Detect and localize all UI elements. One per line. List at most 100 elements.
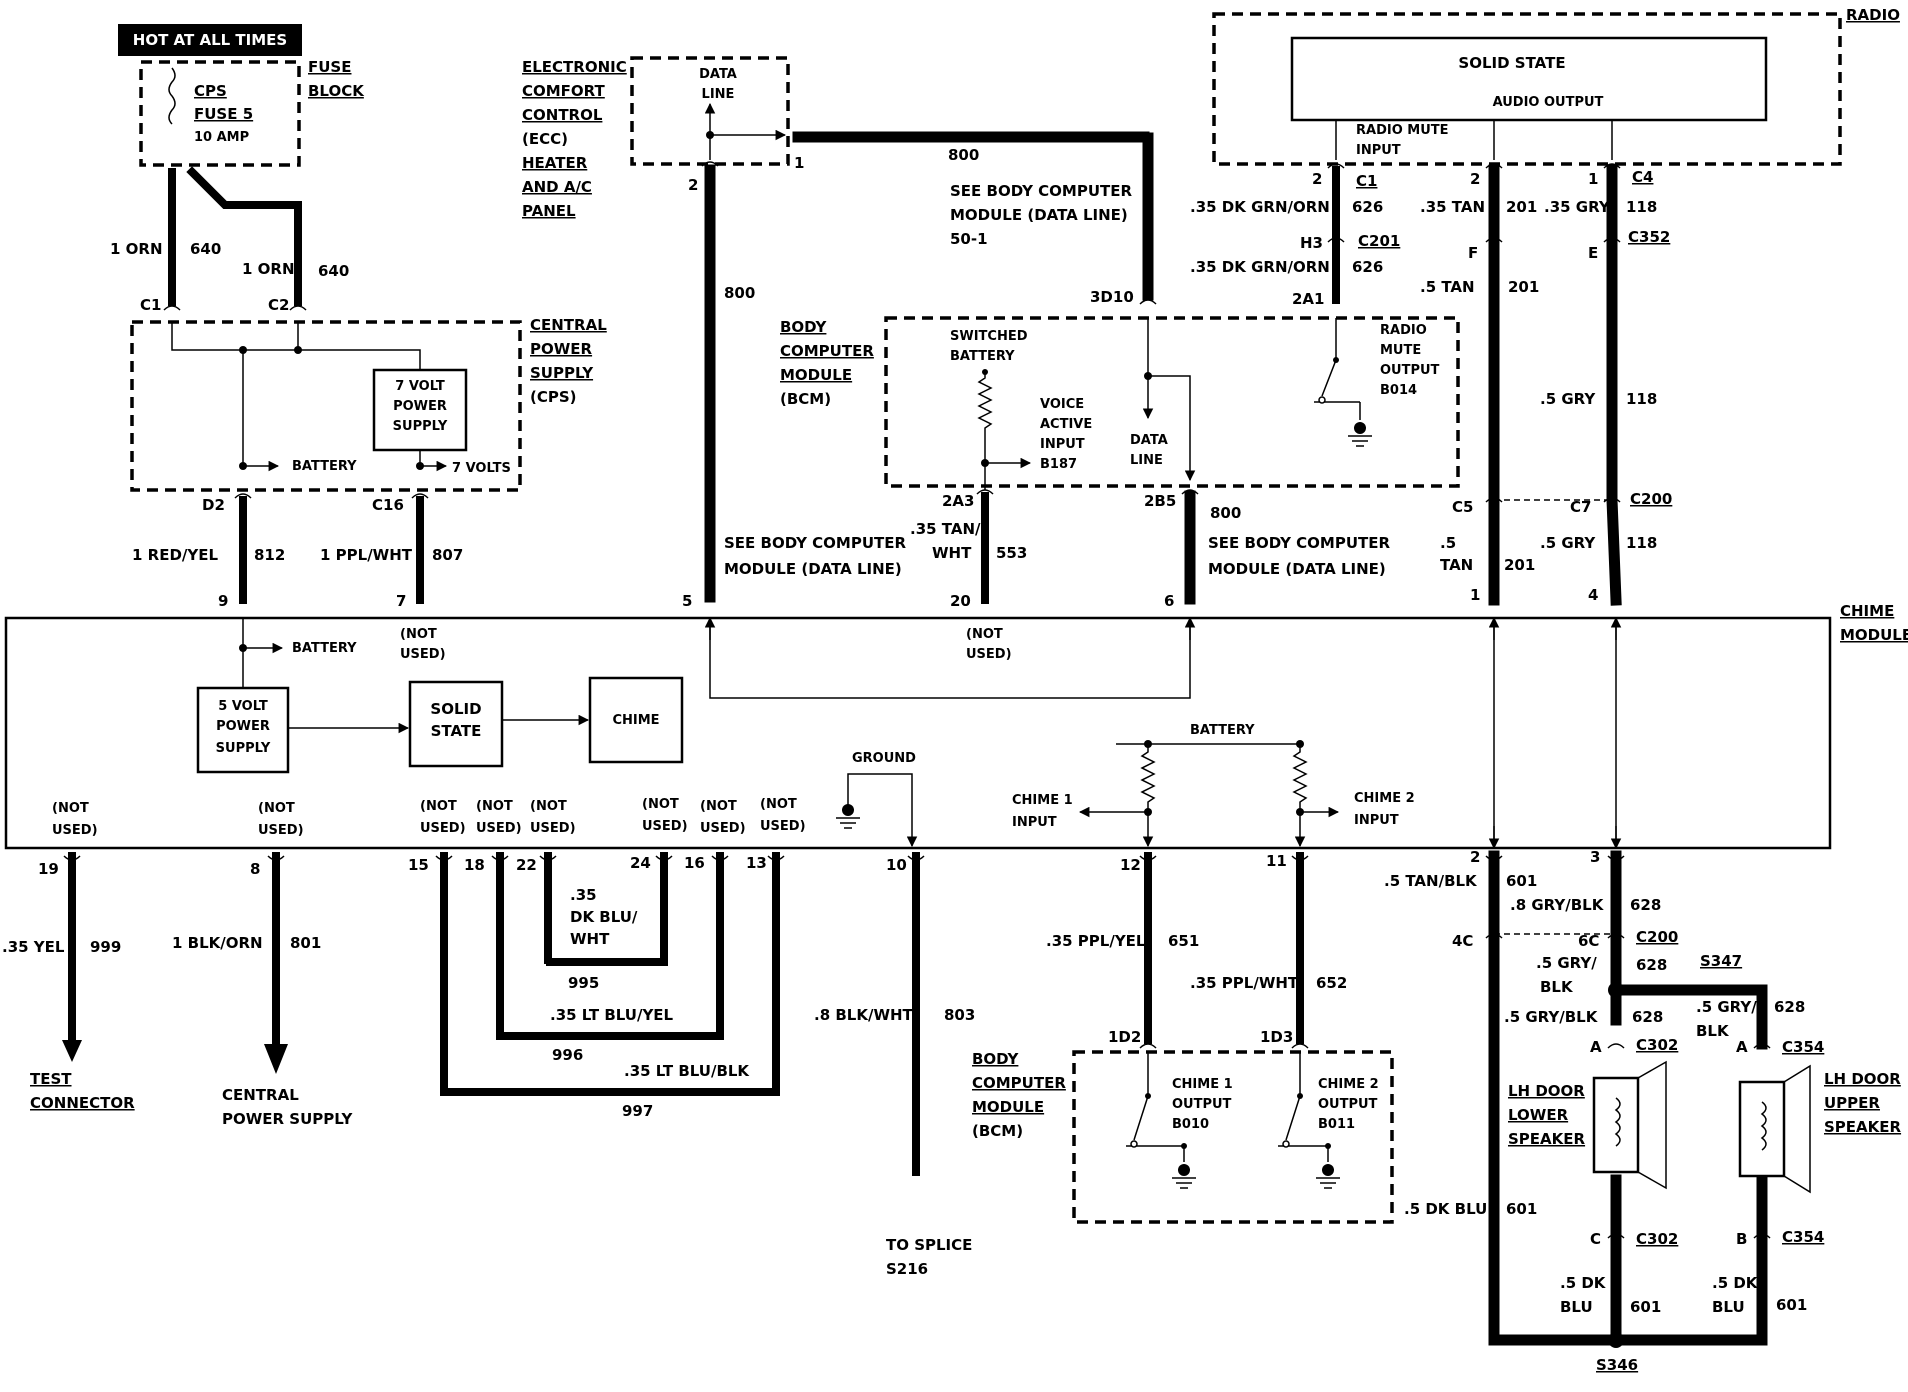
- connector-f: F: [1468, 244, 1478, 262]
- svg-text:CHIME: CHIME: [1840, 602, 1894, 620]
- svg-text:SOLID: SOLID: [430, 700, 481, 718]
- svg-text:.5 TAN: .5 TAN: [1420, 278, 1475, 296]
- svg-text:1 PPL/WHT: 1 PPL/WHT: [320, 546, 413, 564]
- svg-text:LINE: LINE: [1130, 453, 1163, 468]
- test-connector-label: TEST CONNECTOR: [30, 1070, 135, 1112]
- pin-1: 1: [1470, 586, 1480, 604]
- svg-text:S216: S216: [886, 1260, 928, 1278]
- bcm-bottom-label: BODY COMPUTER MODULE (BCM): [972, 1050, 1066, 1140]
- svg-text:.5 GRY/BLK: .5 GRY/BLK: [1504, 1008, 1599, 1026]
- svg-text:(BCM): (BCM): [780, 390, 831, 408]
- wire-label-201-a: .35 TAN 201: [1420, 198, 1537, 216]
- wire-label-807: 1 PPL/WHT 807: [320, 546, 463, 564]
- wire-label-995: .35 DK BLU/ WHT 995: [568, 886, 638, 992]
- connector-1d3: 1D3: [1260, 1028, 1293, 1046]
- wire-label-803: .8 BLK/WHT 803: [814, 1006, 975, 1024]
- svg-text:.5 GRY: .5 GRY: [1540, 534, 1596, 552]
- pin-12: 12: [1120, 856, 1141, 874]
- svg-text:MUTE: MUTE: [1380, 343, 1421, 358]
- svg-text:CENTRAL: CENTRAL: [530, 316, 607, 334]
- connector-c7: C7: [1570, 498, 1591, 516]
- svg-text:BLU: BLU: [1560, 1298, 1593, 1316]
- pin-19: 19: [38, 860, 59, 878]
- ecc-panel-label: ELECTRONIC COMFORT CONTROL (ECC) HEATER …: [522, 58, 627, 220]
- radio-boundary: [1212, 12, 1842, 166]
- pin-7: 7: [396, 592, 406, 610]
- wire-label-601-a: .5 TAN/BLK 601: [1384, 872, 1537, 890]
- svg-text:BLK: BLK: [1540, 978, 1574, 996]
- svg-text:RADIO MUTE: RADIO MUTE: [1356, 123, 1449, 138]
- svg-text:BLU: BLU: [1712, 1298, 1745, 1316]
- svg-text:FUSE: FUSE: [308, 58, 351, 76]
- connector-c1: C1: [140, 296, 161, 314]
- svg-text:POWER: POWER: [530, 340, 593, 358]
- wire-label-201-c: .5 TAN 201: [1440, 534, 1535, 574]
- svg-text:POWER SUPPLY: POWER SUPPLY: [222, 1110, 354, 1128]
- svg-text:.5 DK BLU: .5 DK BLU: [1404, 1200, 1487, 1218]
- svg-text:628: 628: [1630, 896, 1661, 914]
- svg-text:(NOT: (NOT: [420, 799, 457, 814]
- wire-label-553: .35 TAN/ WHT 553: [910, 520, 1027, 562]
- wire-label-812: 1 RED/YEL 812: [132, 546, 285, 564]
- svg-text:.35 DK GRN/ORN: .35 DK GRN/ORN: [1190, 258, 1330, 276]
- connector-c200-bottom: C200: [1636, 928, 1678, 946]
- wire-label-201-b: .5 TAN 201: [1420, 278, 1539, 296]
- svg-text:601: 601: [1506, 872, 1537, 890]
- solid-state-chime-box: [408, 680, 504, 768]
- svg-text:.5: .5: [1440, 534, 1456, 552]
- connector-2a1: 2A1: [1292, 290, 1324, 308]
- svg-text:CHIME 2: CHIME 2: [1318, 1077, 1379, 1092]
- svg-text:(NOT: (NOT: [760, 797, 797, 812]
- svg-text:999: 999: [90, 938, 121, 956]
- pin-4: 4: [1588, 586, 1598, 604]
- wire-label-601-b: .5 DK BLU 601: [1404, 1200, 1537, 1218]
- svg-text:SEE BODY COMPUTER: SEE BODY COMPUTER: [950, 182, 1132, 200]
- connector-c200-top: C200: [1630, 490, 1672, 508]
- wire-label-651: .35 PPL/YEL 651: [1046, 932, 1199, 950]
- wire-label-640-a: 1 ORN 640: [110, 240, 221, 258]
- wire-label-628-d: .5 GRY/ BLK 628: [1696, 998, 1805, 1040]
- svg-text:.5 GRY/: .5 GRY/: [1696, 998, 1757, 1016]
- central-power-supply-label: CENTRAL POWER SUPPLY (CPS): [530, 316, 607, 406]
- bcm-top-boundary: [884, 316, 1460, 488]
- wire-label-801: 1 BLK/ORN 801: [172, 934, 321, 952]
- svg-text:B014: B014: [1380, 383, 1417, 398]
- connector-c354-bottom: C354: [1782, 1228, 1824, 1246]
- svg-text:RADIO: RADIO: [1380, 323, 1427, 338]
- see-bcm-data-line-left: SEE BODY COMPUTER MODULE (DATA LINE): [724, 534, 906, 578]
- svg-text:118: 118: [1626, 198, 1657, 216]
- svg-text:USED): USED): [400, 647, 446, 662]
- svg-text:(NOT: (NOT: [966, 627, 1003, 642]
- wire-label-800-top: 800: [948, 146, 979, 164]
- radio-label: RADIO: [1846, 6, 1900, 24]
- pin-13: 13: [746, 854, 767, 872]
- svg-text:997: 997: [622, 1102, 653, 1120]
- svg-text:STATE: STATE: [431, 722, 482, 740]
- pin-16: 16: [684, 854, 705, 872]
- svg-text:DATA: DATA: [699, 67, 737, 82]
- connector-c5: C5: [1452, 498, 1473, 516]
- svg-text:TO SPLICE: TO SPLICE: [886, 1236, 972, 1254]
- wire-label-652: .35 PPL/WHT 652: [1190, 974, 1347, 992]
- wire-640-b: [186, 166, 302, 306]
- to-splice-label: TO SPLICE S216: [886, 1236, 972, 1278]
- connector-c201: C201: [1358, 232, 1400, 250]
- svg-text:118: 118: [1626, 534, 1657, 552]
- svg-text:MODULE: MODULE: [972, 1098, 1044, 1116]
- svg-text:LH DOOR: LH DOOR: [1508, 1082, 1585, 1100]
- connector-e: E: [1588, 244, 1598, 262]
- svg-text:B011: B011: [1318, 1117, 1355, 1132]
- svg-text:10 AMP: 10 AMP: [194, 130, 249, 145]
- svg-text:DK BLU/: DK BLU/: [570, 908, 638, 926]
- svg-text:OUTPUT: OUTPUT: [1380, 363, 1440, 378]
- connector-1d2: 1D2: [1108, 1028, 1141, 1046]
- svg-text:MODULE: MODULE: [1840, 626, 1908, 644]
- svg-text:.35: .35: [570, 886, 597, 904]
- wire-label-997: .35 LT BLU/BLK 997: [622, 1062, 750, 1120]
- connector-s347: S347: [1700, 952, 1742, 970]
- svg-text:LINE: LINE: [702, 87, 735, 102]
- svg-text:BATTERY: BATTERY: [950, 349, 1015, 364]
- wire-label-626-a: .35 DK GRN/ORN 626: [1190, 198, 1383, 216]
- svg-text:201: 201: [1506, 198, 1537, 216]
- svg-text:.5 GRY/: .5 GRY/: [1536, 954, 1597, 972]
